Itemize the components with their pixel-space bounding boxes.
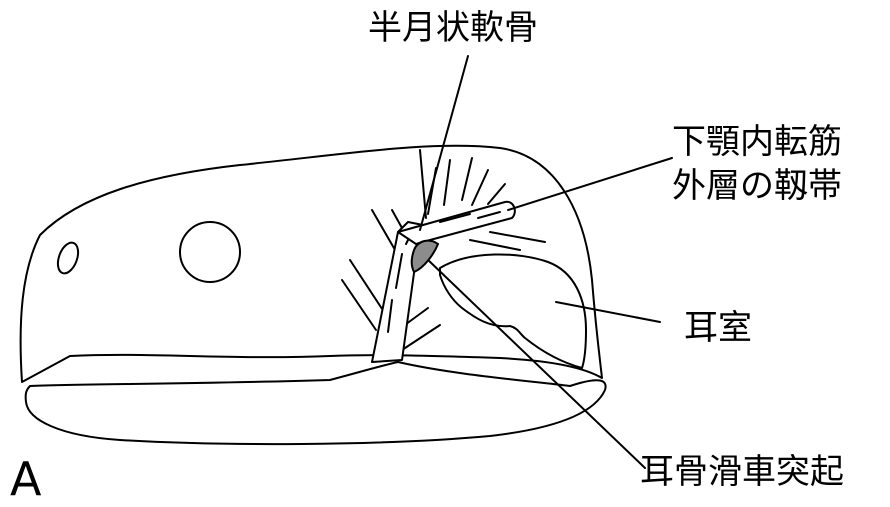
ear-trochlear-process	[412, 241, 438, 272]
panel-label: A	[10, 452, 41, 506]
eye-orbit	[180, 222, 240, 282]
muscle-fiber	[402, 325, 440, 350]
label-ear-process: 耳骨滑車突起	[640, 450, 844, 494]
nostril	[54, 240, 82, 276]
label-ligament-line2: 外層の靱帯	[672, 164, 842, 208]
label-ligament: 下顎内転筋 外層の靱帯	[672, 120, 842, 208]
leader-process	[426, 258, 645, 468]
muscle-fiber	[462, 158, 472, 200]
muscle-fiber	[488, 184, 505, 204]
leader-cavity	[556, 302, 660, 322]
muscle-fiber	[444, 160, 450, 205]
label-ligament-line1: 下顎内転筋	[672, 120, 842, 164]
muscle-fiber	[470, 240, 520, 250]
label-ear-cavity: 耳室	[684, 306, 752, 350]
lower-jaw	[26, 362, 606, 444]
skull-outline	[21, 146, 602, 382]
muscle-fiber	[490, 232, 545, 242]
label-meniscus: 半月状軟骨	[368, 6, 538, 50]
muscle-fiber	[472, 170, 488, 205]
muscle-fiber	[342, 280, 376, 330]
ear-cavity-outline	[440, 254, 586, 368]
leader-ligament	[508, 158, 672, 210]
